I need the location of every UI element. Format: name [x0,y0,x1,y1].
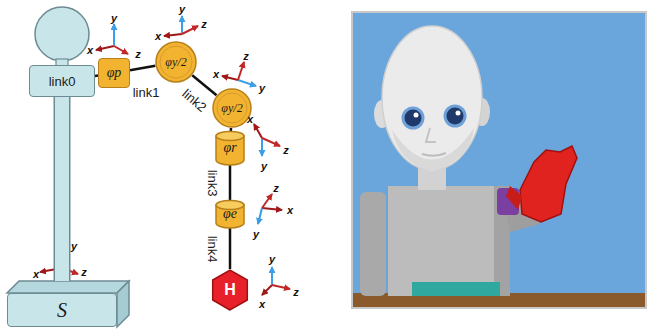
joint-rim [160,46,192,78]
robot-hand [520,146,577,222]
axis-label: y [179,4,185,15]
node-label: H [224,281,236,299]
link-label: link3 [205,169,219,198]
axis-label: y [253,229,259,240]
axis-arrow [238,80,256,86]
eye [403,108,423,128]
axis-arrow [262,285,272,295]
eye [445,106,465,126]
joint-circle: φy/2 [212,88,252,128]
waist [412,282,500,296]
node-label: φy/2 [221,101,242,116]
node-label: φe [223,206,237,222]
axis-arrow [262,194,272,208]
node-label: φr [223,140,236,156]
axis-label: x [87,45,93,56]
link-line [229,165,232,200]
axis-label: y [261,161,267,172]
cylinder-body [216,136,244,165]
link-label: link4 [205,235,219,264]
link-line [130,66,155,70]
node-label: φy/2 [165,55,186,70]
cylinder-top [216,132,244,141]
thumb [506,186,522,210]
left-arm [360,192,386,296]
node-label: φp [107,65,122,81]
robot-render [352,12,646,308]
axis-label: z [135,49,141,60]
joint-cylinder: φr [215,131,245,165]
render-background [352,12,646,308]
axis-arrow [222,76,238,80]
hexagon-outline [213,270,248,310]
link-label: link2 [178,86,209,115]
link-box: link0 [29,65,95,97]
base-side-face [117,281,129,327]
axis-label: z [283,145,289,156]
axis-label: z [81,267,87,278]
axis-arrow [262,208,282,210]
axis-arrow [181,16,183,34]
axis-arrow [271,267,273,285]
nose [426,128,436,142]
axis-arrow [238,62,244,80]
axis-arrow [272,285,290,289]
axis-arrow [164,34,182,36]
joint-disc [156,42,196,82]
robot-head [382,26,482,170]
axis-arrow [254,124,262,138]
axis-arrow [262,138,280,146]
pole-outline [54,97,71,281]
axis-label: x [247,114,253,125]
hand-hexagon: H [209,269,251,311]
axis-label: y [71,241,77,252]
link-line [229,228,232,269]
joint-disc [213,89,251,127]
axis-arrow [261,138,263,156]
axis-label: x [213,69,219,80]
axis-arrow [96,46,114,50]
link-line [230,128,233,131]
axis-label: x [155,31,161,42]
axis-arrow [258,208,262,224]
node-label: link0 [49,74,76,89]
axis-arrow [182,26,198,34]
node-label: S [57,299,67,322]
link-label: link1 [132,86,161,100]
axis-label: x [287,205,293,216]
axis-arrow [114,46,128,54]
base-top-face [7,281,129,293]
joint-circle: φy/2 [155,41,197,83]
mouth [422,153,446,156]
base-box: S [7,293,117,327]
face-shade [392,128,474,172]
torso [388,186,510,296]
axis-label: x [33,269,39,280]
axis-label: z [201,19,207,30]
axis-label: y [269,254,275,265]
joint-cylinder: φe [215,200,245,228]
axis-label: z [243,51,249,62]
eye-glint [456,111,461,116]
axis-label: y [111,13,117,24]
axis-arrow [113,24,115,46]
body-pole [55,97,69,281]
joint-rim [217,93,247,123]
axis-label: z [293,287,299,298]
axis-label: y [259,83,265,94]
joint-box: φp [98,58,130,88]
eye-glint [414,113,419,118]
axis-label: z [273,183,279,194]
axis-label: x [259,299,265,310]
head-circle [35,7,89,61]
